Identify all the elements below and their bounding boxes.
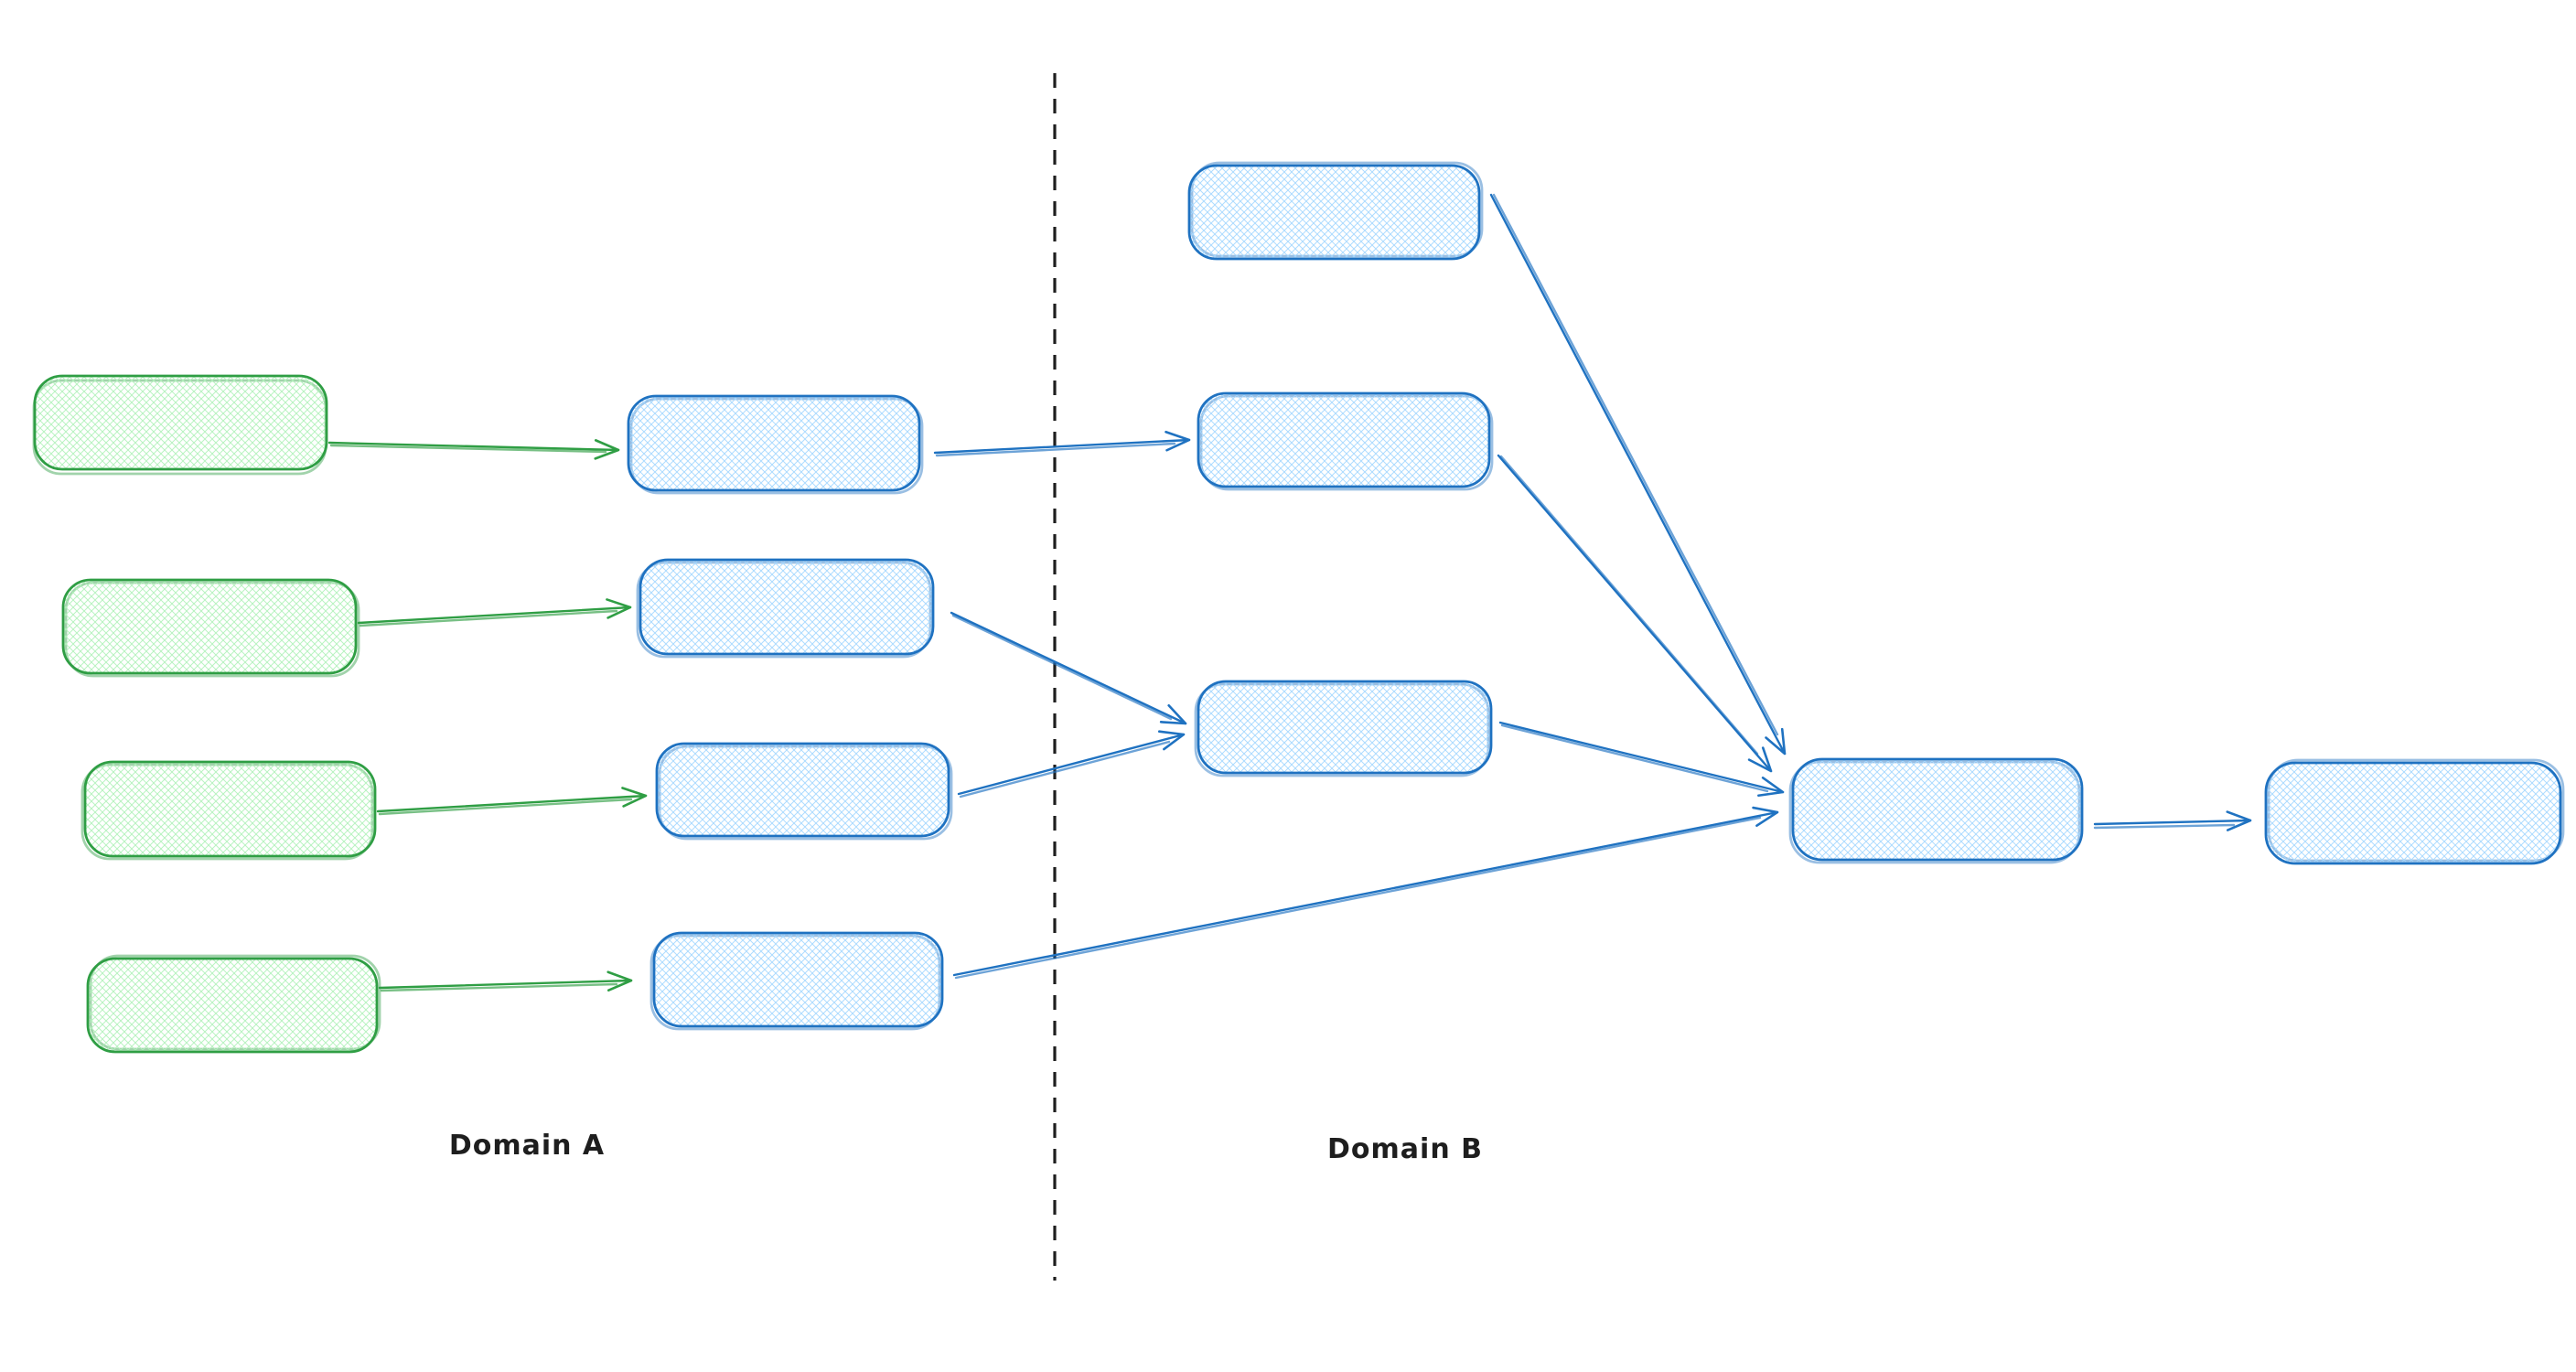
arrow-b-in-1-to-b-hub[interactable] [1489,193,1787,756]
arrow-a-out-4-to-b-hub[interactable] [952,806,1779,980]
domain-b-label[interactable]: Domain B [1327,1133,1483,1165]
domain-a-label[interactable]: Domain A [449,1130,605,1162]
node-b-final[interactable] [2264,758,2565,865]
node-a-out-3[interactable] [655,742,953,841]
arrow-a-out-1-to-b-in-2[interactable] [933,430,1191,457]
node-a-out-2[interactable] [636,558,935,659]
node-a-src-1[interactable] [32,374,328,476]
arrow-a-src-4-to-a-out-4[interactable] [378,970,633,992]
arrow-b-in-2-to-b-hub[interactable] [1497,454,1773,773]
arrow-a-src-1-to-a-out-1[interactable] [327,439,620,460]
node-b-in-3[interactable] [1194,680,1493,777]
node-a-src-3[interactable] [80,760,377,861]
arrow-a-src-2-to-a-out-2[interactable] [357,598,632,627]
node-b-hub[interactable] [1788,757,2084,864]
node-a-out-1[interactable] [627,394,924,495]
node-b-in-1[interactable] [1187,161,1484,261]
node-a-src-2[interactable] [61,578,360,678]
arrow-a-out-2-to-b-in-3[interactable] [950,611,1187,725]
arrow-a-src-3-to-a-out-3[interactable] [376,787,648,816]
node-b-in-2[interactable] [1197,391,1494,491]
arrow-a-out-3-to-b-in-3[interactable] [957,730,1186,799]
arrow-b-hub-to-b-final[interactable] [2093,810,2252,831]
arrow-b-in-3-to-b-hub[interactable] [1498,721,1785,798]
node-a-out-4[interactable] [649,931,944,1031]
node-a-src-4[interactable] [86,954,381,1054]
